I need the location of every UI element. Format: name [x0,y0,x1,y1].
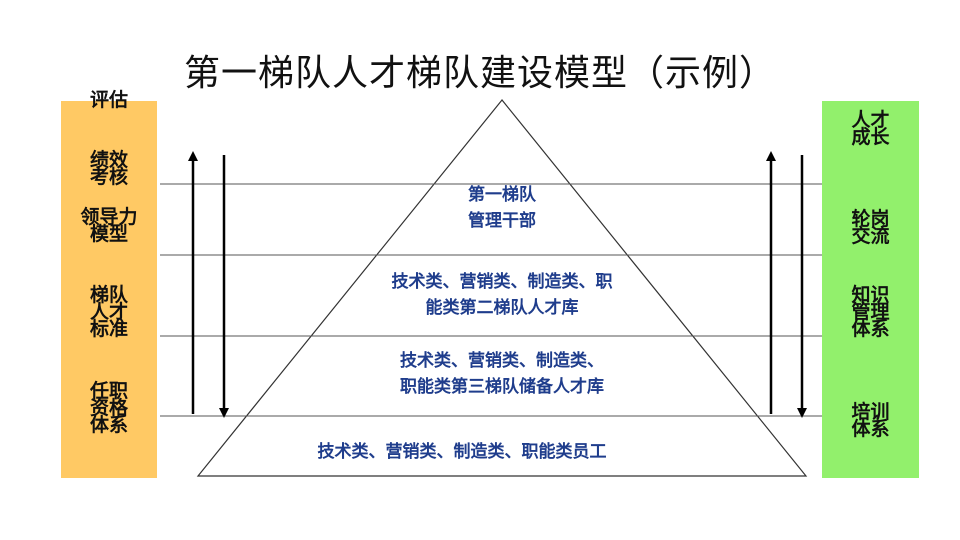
right-label-knowledge: 知识管理体系 [851,284,890,340]
left-label-performance: 绩效考核 [89,149,128,188]
left-label-leadership: 领导力模型 [80,206,138,245]
right-label-growth: 人才成长 [851,109,890,148]
left-label-evaluation: 评估 [89,89,128,111]
pyramid-layer-2: 技术类、营销类、制造类、职能类第二梯队人才库 [391,272,613,318]
pyramid-outline [196,99,808,477]
right-label-rotation: 轮岗交流 [851,208,890,247]
pyramid-layer-3: 技术类、营销类、制造类、职能类第三梯队储备人才库 [400,351,604,397]
left-label-qualification: 任职资格体系 [89,380,128,436]
pyramid-layer-4: 技术类、营销类、制造类、职能类员工 [317,442,607,462]
pyramid-layer-1: 第一梯队管理干部 [468,185,536,231]
left-evaluation-panel: 评估 绩效考核 领导力模型 梯队人才标准 任职资格体系 [61,91,157,478]
right-label-training: 培训体系 [851,401,890,440]
right-development-panel: 人才成长 轮岗交流 知识管理体系 培训体系 [822,101,919,478]
page-title: 第一梯队人才梯队建设模型（示例） [183,53,776,94]
left-label-standard: 梯队人才标准 [89,284,128,340]
